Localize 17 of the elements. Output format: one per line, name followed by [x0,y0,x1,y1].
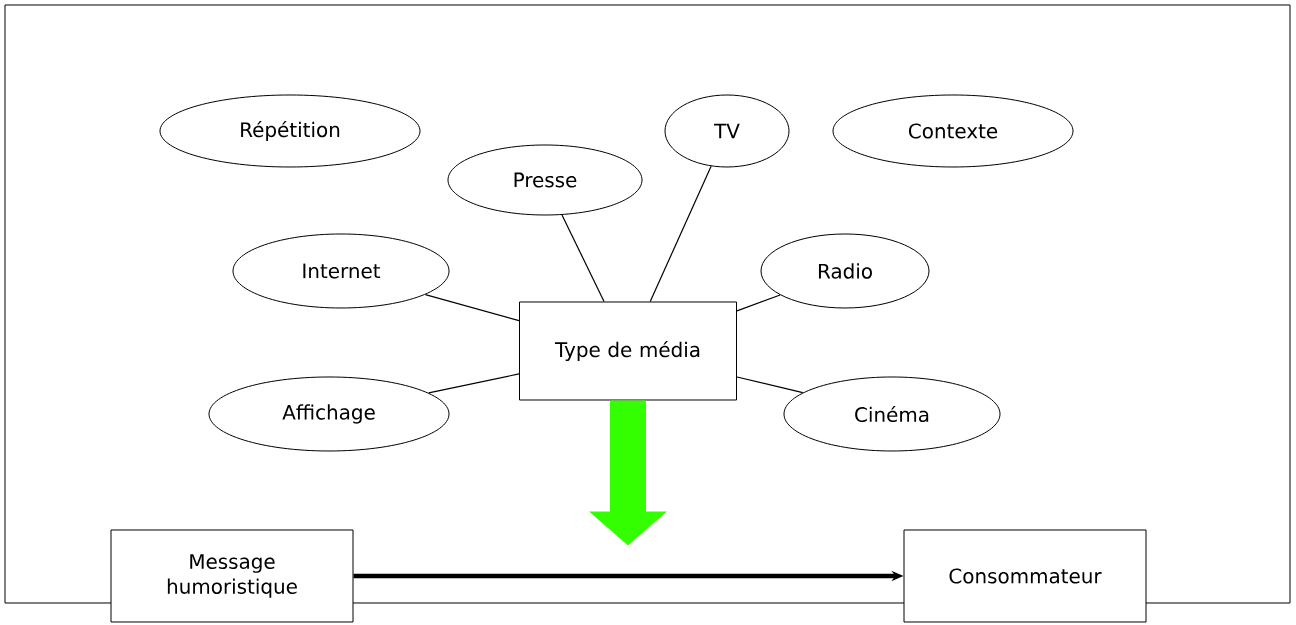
ellipse-node: Cinéma [783,376,1001,452]
ellipse-node: Contexte [832,94,1074,168]
ellipse-node: Affichage [208,376,450,452]
ellipse-node: Radio [760,233,930,309]
process-box: Type de média [519,301,737,401]
connector-line [736,294,781,312]
ellipse-node: TV [664,94,790,168]
ellipse-node: Internet [232,233,450,309]
connector-line [428,373,520,394]
process-box: Consommateur [903,529,1147,623]
connector-line [649,165,712,303]
connector-line [736,376,804,394]
ellipse-node: Répétition [159,94,421,168]
connector-line [561,214,605,303]
ellipse-node: Presse [447,144,643,216]
connector-line [424,293,520,322]
process-box: Message humoristique [110,529,354,623]
